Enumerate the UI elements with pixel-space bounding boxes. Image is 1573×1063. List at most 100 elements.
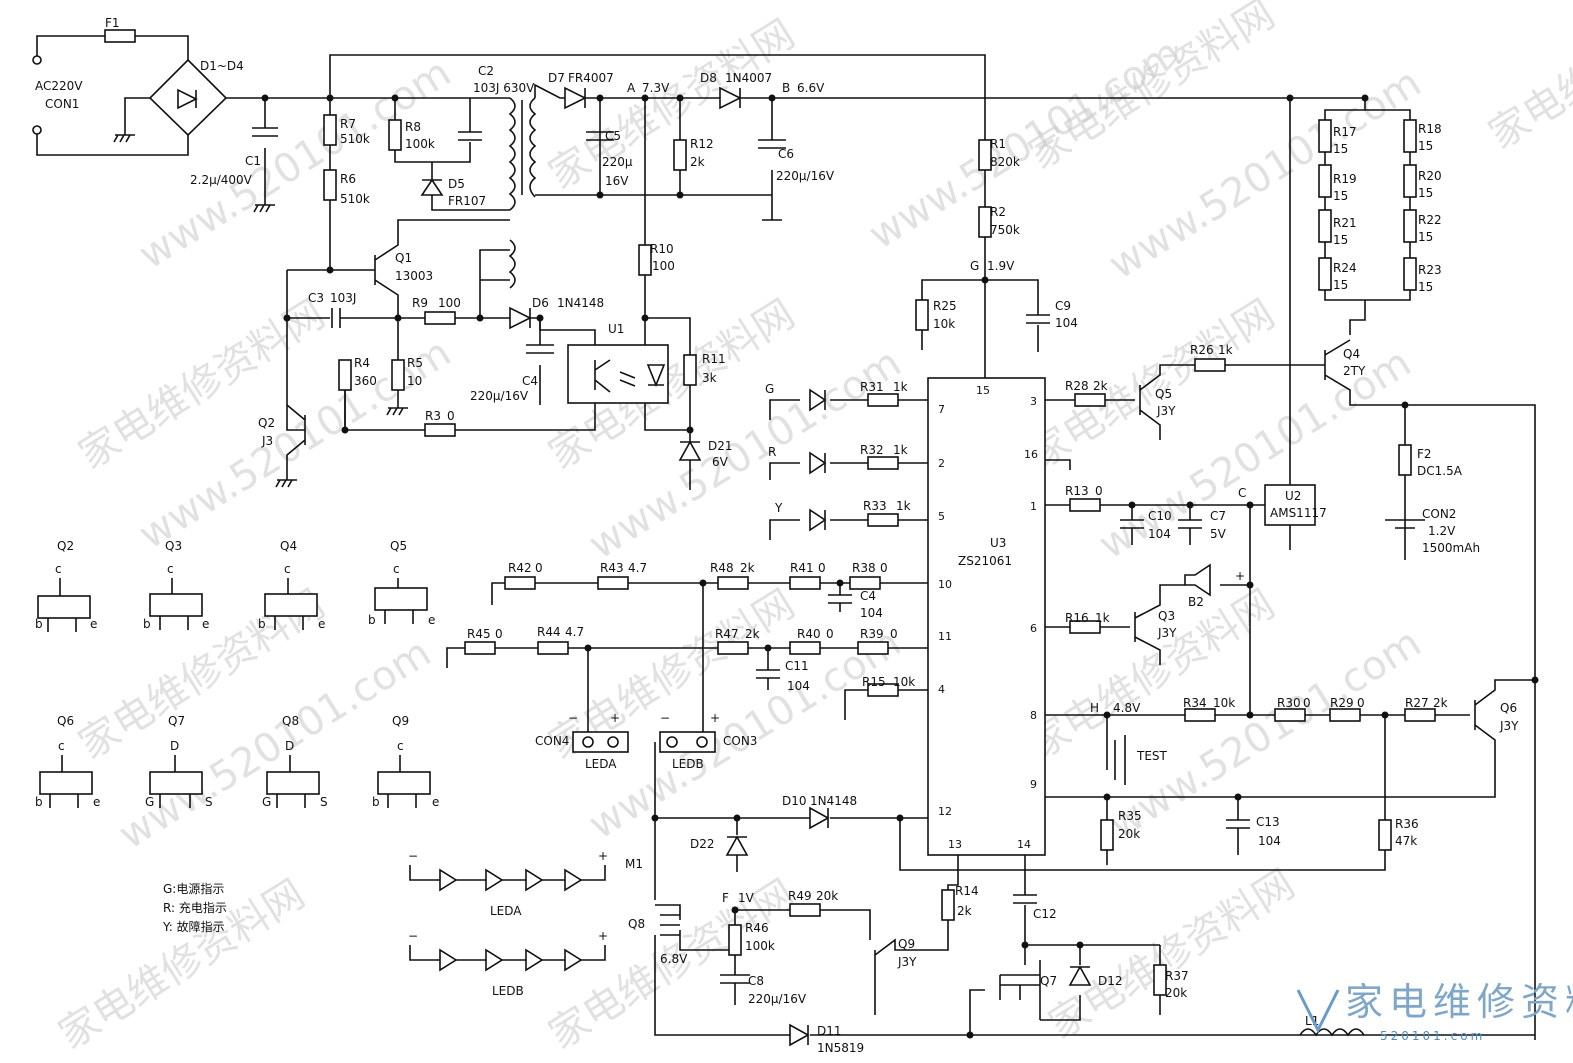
label-A-value: 7.3V: [642, 81, 670, 95]
brand-mark: [1296, 989, 1340, 1034]
capacitor-C6: [758, 139, 786, 149]
label-G-value: 1.9V: [987, 259, 1015, 273]
label-R5: R5: [407, 356, 423, 370]
label-R1: R1: [990, 137, 1006, 151]
label-G: G: [970, 259, 979, 273]
label-Q4: Q4: [1343, 347, 1360, 361]
capacitor-C4-104: [828, 594, 852, 604]
label-C6-value: 220μ/16V: [776, 169, 835, 183]
pin-3: 3: [1030, 395, 1037, 408]
ac-terminal: [32, 55, 42, 65]
label-R48-value: 2k: [740, 561, 755, 575]
resistor-R19: [1318, 164, 1332, 198]
label-TEST: TEST: [1136, 749, 1168, 763]
label-C5: C5: [605, 129, 621, 143]
diode-D5: [420, 178, 444, 196]
label-R35-value: 20k: [1118, 827, 1140, 841]
capacitor-C13: [1226, 819, 1250, 829]
pinout-title: Q5: [390, 539, 407, 553]
label-C7: C7: [1210, 509, 1226, 523]
legend-item: R: 充电指示: [163, 900, 227, 915]
label-C13-value: 104: [1258, 834, 1281, 848]
label-R37-value: 20k: [1165, 986, 1187, 1000]
label-R42: R42: [508, 561, 532, 575]
label-R46-value: 100k: [745, 939, 775, 953]
label-CON3-minus: −: [660, 711, 670, 725]
ground-symbol: [113, 134, 135, 143]
label-R16: R16: [1065, 611, 1089, 625]
label-D5-value: FR107: [448, 194, 486, 208]
ground-symbol: [386, 407, 408, 416]
label-D8: D8: [700, 71, 717, 85]
label-R19: R19: [1333, 172, 1357, 186]
label-C2: C2: [478, 64, 494, 78]
label-Q3: Q3: [1158, 609, 1175, 623]
resistor-R4: [338, 359, 352, 391]
label-C9-value: 104: [1055, 316, 1078, 330]
label-R29-value: 0: [1357, 696, 1365, 710]
pinout-Q3: Q3 c b e: [143, 539, 209, 631]
label-D7-value: FR4007: [568, 71, 614, 85]
label-C-node: C: [1238, 486, 1246, 500]
led-G: [809, 388, 827, 412]
pinout-title: Q3: [165, 539, 182, 553]
resistor-R16: [1069, 620, 1101, 634]
label-R46: R46: [745, 921, 769, 935]
label-R23: R23: [1418, 263, 1442, 277]
label-C3: C3: [308, 291, 324, 305]
pinout-top: c: [397, 739, 404, 753]
pinout-Q5: Q5 c b e: [368, 539, 435, 627]
resistor-R13: [1069, 498, 1101, 512]
resistor-R20: [1403, 164, 1417, 198]
wires: [36, 35, 1536, 1040]
resistor-R46: [728, 924, 742, 956]
transformer-primary: [508, 97, 516, 211]
label-F: F: [722, 891, 729, 905]
label-R16-value: 1k: [1095, 611, 1110, 625]
pinout-right: e: [93, 795, 100, 809]
pin-1: 1: [1030, 500, 1037, 513]
label-R25: R25: [933, 299, 957, 313]
label-R21-value: 15: [1333, 233, 1348, 247]
resistor-R29: [1329, 708, 1361, 722]
capacitor-C1: [252, 127, 278, 137]
label-CON2: CON2: [1422, 507, 1456, 521]
label-R14: R14: [955, 884, 979, 898]
test-switch: [1106, 735, 1126, 785]
label-R27-value: 2k: [1433, 696, 1448, 710]
label-R34: R34: [1183, 696, 1207, 710]
label-Q2: Q2: [258, 416, 275, 430]
label-M1: M1: [625, 857, 643, 871]
label-R15-value: 10k: [893, 675, 915, 689]
pinout-title: Q7: [168, 714, 185, 728]
label-R7-value: 510k: [340, 132, 370, 146]
junctions: [261, 94, 1539, 1039]
label-D11: D11: [817, 1024, 842, 1038]
resistor-R47: [717, 641, 749, 655]
label-R44-value: 4.7: [565, 625, 584, 639]
label-Q5-value: J3Y: [1156, 404, 1176, 418]
resistor-R32: [867, 456, 899, 470]
label-D5: D5: [448, 177, 465, 191]
label-R36-value: 47k: [1395, 834, 1417, 848]
legend: G:电源指示 R: 充电指示 Y: 故障指示: [162, 881, 227, 934]
label-R32: R32: [860, 443, 884, 457]
label-R29: R29: [1330, 696, 1354, 710]
label-CON1: CON1: [45, 97, 79, 111]
label-R22: R22: [1418, 213, 1442, 227]
resistor-R8: [388, 119, 402, 151]
capacitor-C2: [458, 131, 482, 141]
label-C1: C1: [245, 154, 261, 168]
pinout-left: b: [35, 795, 43, 809]
optocoupler-internals: [594, 359, 666, 393]
label-D1D4: D1~D4: [200, 59, 244, 73]
label-B2: B2: [1188, 595, 1204, 609]
label-D10: D10: [782, 794, 807, 808]
brand-logo: 家电维修资料网 520101.com: [1296, 980, 1573, 1043]
resistor-R44: [537, 641, 569, 655]
label-U2-value: AMS1117: [1270, 506, 1327, 520]
led-strip-LEDA-leds: [439, 868, 583, 892]
label-R25-value: 10k: [933, 317, 955, 331]
label-R13: R13: [1065, 484, 1089, 498]
